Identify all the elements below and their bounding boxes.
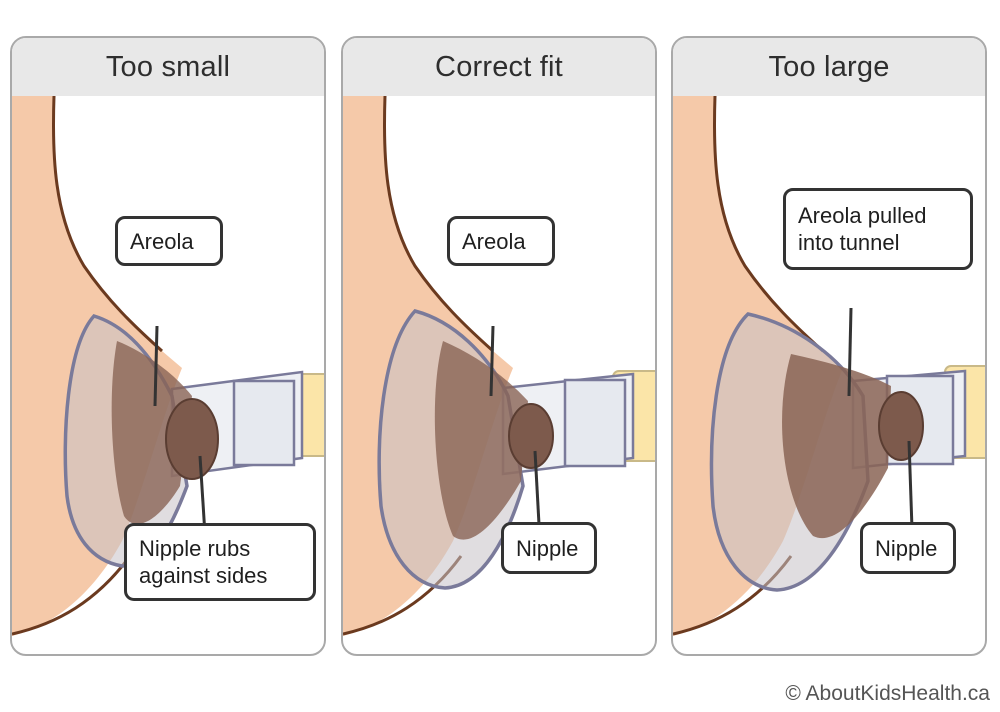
areola-callout: Areola bbox=[115, 216, 223, 266]
areola-label: Areola bbox=[462, 228, 526, 254]
nipple-callout: Nipple rubs against sides bbox=[124, 523, 316, 601]
breast-outline bbox=[712, 96, 824, 353]
areola-callout: Areola bbox=[447, 216, 555, 266]
panel-too-large: Too large Areola pulled into tunnel Nipp… bbox=[671, 36, 987, 656]
nipple-label-line-2: against sides bbox=[139, 563, 268, 588]
areola bbox=[782, 354, 891, 539]
panel-correct-fit: Correct fit Areola Nipple bbox=[341, 36, 657, 656]
breast-pump-illustration bbox=[673, 96, 985, 636]
nipple-label: Nipple bbox=[516, 535, 579, 561]
nipple-callout: Nipple bbox=[860, 522, 956, 574]
nipple bbox=[508, 403, 554, 469]
areola bbox=[111, 341, 192, 525]
nipple-label: Nipple bbox=[875, 535, 938, 561]
breast-outline bbox=[51, 96, 163, 353]
nipple bbox=[165, 398, 219, 480]
nipple bbox=[878, 391, 924, 461]
breast-pump-illustration bbox=[343, 96, 655, 636]
panel-too-small: Too small Areola Nipple rubs against sid… bbox=[10, 36, 326, 656]
areola-label-line-1: Areola pulled bbox=[798, 203, 927, 228]
areola-label-line-2: into tunnel bbox=[798, 230, 900, 255]
panel-title: Too small bbox=[12, 38, 324, 96]
nipple-callout: Nipple bbox=[501, 522, 597, 574]
breast-outline bbox=[382, 96, 494, 353]
nipple-label-line-1: Nipple rubs bbox=[139, 536, 251, 561]
areola-callout: Areola pulled into tunnel bbox=[783, 188, 973, 270]
panel-title: Correct fit bbox=[343, 38, 655, 96]
panel-title: Too large bbox=[673, 38, 985, 96]
copyright-credit: © AboutKidsHealth.ca bbox=[785, 682, 990, 705]
breast-pump-illustration bbox=[12, 96, 324, 636]
areola-label: Areola bbox=[130, 228, 194, 254]
areola bbox=[434, 341, 528, 540]
